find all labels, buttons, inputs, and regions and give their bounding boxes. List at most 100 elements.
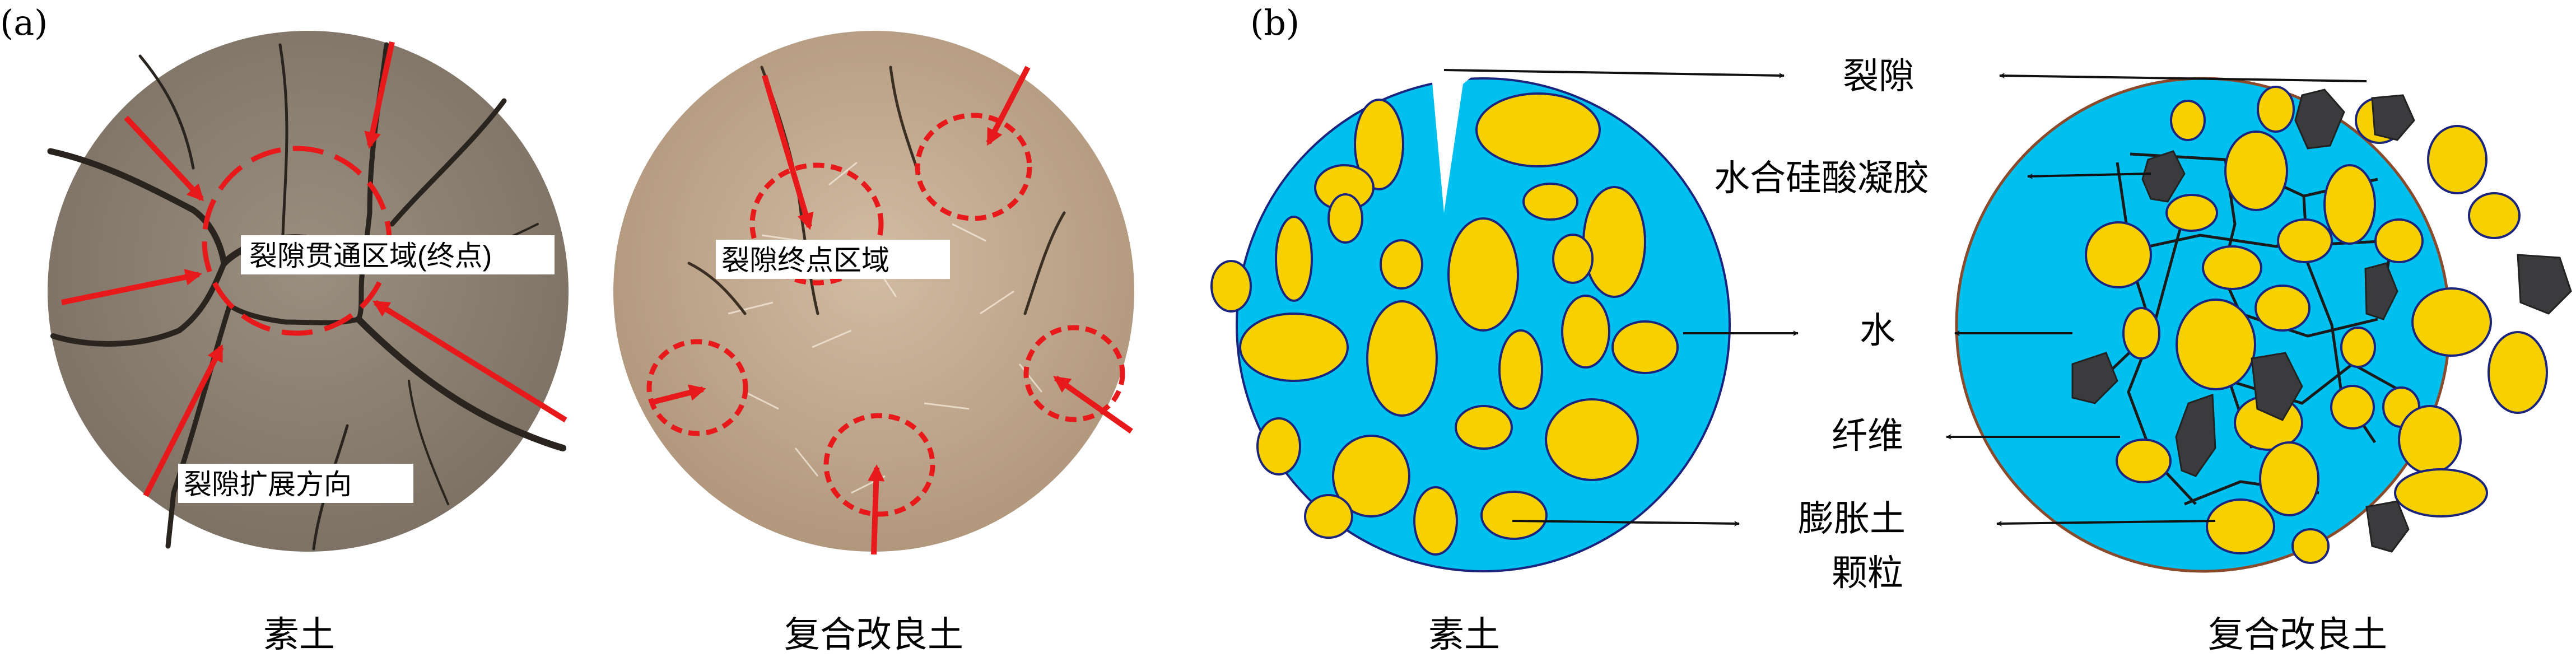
fiber bbox=[2221, 159, 2253, 449]
particle bbox=[1275, 216, 1313, 302]
endpoint-zone bbox=[749, 162, 884, 286]
particle bbox=[2170, 100, 2206, 141]
particle bbox=[2427, 125, 2488, 194]
label-endpoint-bg bbox=[716, 240, 950, 279]
label-water: 水 bbox=[1860, 310, 1895, 352]
red-arrow bbox=[143, 344, 224, 497]
panel-b-labels: 裂隙 水合硅酸凝胶 水 纤维 膨胀土 颗粒 bbox=[1714, 56, 1929, 594]
endpoint-zone bbox=[1023, 325, 1125, 422]
plain-soil-red-arrows bbox=[61, 41, 567, 497]
particle bbox=[2323, 164, 2376, 245]
panel-b-left-caption: 素土 bbox=[1428, 614, 1500, 656]
panel-b-annotations bbox=[1443, 69, 2367, 526]
particle bbox=[1327, 193, 1363, 244]
particle bbox=[2394, 468, 2488, 518]
composite-soil-fibers bbox=[728, 161, 1043, 494]
particle bbox=[1552, 234, 1594, 284]
composite-soil-disc bbox=[613, 31, 1134, 552]
particle bbox=[1611, 320, 1679, 374]
particle bbox=[2202, 245, 2262, 290]
red-arrow bbox=[61, 269, 202, 305]
particle bbox=[2224, 130, 2288, 211]
particle bbox=[2468, 192, 2521, 239]
arrow-gel bbox=[2027, 173, 2151, 179]
particle bbox=[2259, 441, 2319, 516]
particle bbox=[1354, 99, 1404, 190]
label-gel: 水合硅酸凝胶 bbox=[1714, 158, 1929, 199]
gel-block bbox=[2365, 500, 2410, 553]
red-arrow bbox=[986, 66, 1031, 146]
particle bbox=[1480, 491, 1548, 540]
gel-block bbox=[2294, 88, 2345, 150]
plain-crack-notch bbox=[1412, 62, 1490, 213]
composite-soil-photo: 裂隙终点区域 bbox=[613, 31, 1134, 555]
red-arrow bbox=[868, 464, 885, 555]
panel-a: (a) bbox=[0, 2, 1134, 656]
particle bbox=[1380, 239, 1423, 290]
particle bbox=[2374, 218, 2424, 263]
plain-soil-schematic bbox=[1210, 62, 1731, 572]
particle bbox=[1498, 329, 1543, 410]
gel-block bbox=[2364, 262, 2398, 320]
particle bbox=[2340, 327, 2376, 368]
particle bbox=[1455, 405, 1513, 450]
arrow-particle-right bbox=[1996, 520, 2216, 526]
particle bbox=[1413, 486, 1458, 556]
endpoint-zone bbox=[823, 413, 935, 517]
composite-endpoint-zones bbox=[646, 113, 1125, 517]
particle bbox=[2398, 405, 2462, 474]
particle bbox=[2254, 285, 2311, 332]
label-particle-line2: 颗粒 bbox=[1832, 553, 1903, 594]
composite-crack-notch bbox=[2353, 73, 2403, 112]
particle bbox=[1256, 417, 1301, 475]
particle bbox=[2206, 498, 2275, 554]
gel-block bbox=[2517, 254, 2572, 315]
label-direction-bg bbox=[178, 464, 413, 503]
particle bbox=[2257, 86, 2295, 133]
gel-block bbox=[2141, 150, 2186, 203]
particle bbox=[1239, 313, 1349, 382]
composite-gel bbox=[2071, 88, 2572, 553]
panel-a-left-caption: 素土 bbox=[263, 614, 335, 656]
panel-b-right-caption: 复合改良土 bbox=[2208, 614, 2387, 656]
particle bbox=[1545, 398, 1639, 481]
gel-block bbox=[2175, 393, 2216, 477]
red-arrow bbox=[1053, 375, 1133, 434]
gel-block bbox=[2071, 352, 2118, 404]
particle bbox=[1366, 300, 1438, 417]
particle bbox=[1210, 260, 1252, 313]
endpoint-zone bbox=[646, 339, 748, 436]
arrow-particle-left bbox=[1512, 520, 1740, 526]
label-fiber: 纤维 bbox=[1832, 416, 1903, 457]
plain-soil-disc bbox=[48, 31, 569, 552]
particle bbox=[2411, 287, 2492, 357]
label-crack: 裂隙 bbox=[1843, 56, 1914, 97]
endpoint-zone bbox=[915, 113, 1032, 221]
particle bbox=[2291, 528, 2330, 564]
particle bbox=[2330, 385, 2375, 430]
particle bbox=[1475, 92, 1601, 167]
particle bbox=[1522, 183, 1578, 221]
gel-block bbox=[2251, 352, 2303, 421]
label-connected-bg bbox=[241, 235, 555, 274]
plain-soil-photo: 裂隙贯通区域(终点) 裂隙扩展方向 bbox=[47, 31, 569, 552]
composite-soil-schematic bbox=[1955, 73, 2572, 573]
label-particle-line1: 膨胀土 bbox=[1798, 498, 1906, 540]
particle bbox=[2122, 307, 2160, 360]
composite-particles bbox=[2085, 86, 2548, 564]
particle bbox=[1332, 435, 1410, 518]
particle bbox=[2085, 221, 2152, 288]
arrow-crack-right bbox=[1999, 73, 2367, 82]
particle bbox=[2176, 299, 2256, 390]
composite-red-arrows bbox=[651, 66, 1133, 555]
particle bbox=[2165, 194, 2218, 232]
red-arrow bbox=[651, 384, 706, 405]
panel-b: (b) bbox=[1210, 2, 2572, 656]
particle bbox=[1304, 494, 1353, 539]
label-connected: 裂隙贯通区域(终点) bbox=[249, 240, 492, 272]
panel-b-tag: (b) bbox=[1250, 2, 1299, 43]
panel-a-right-caption: 复合改良土 bbox=[784, 614, 963, 656]
red-arrow bbox=[372, 300, 567, 423]
plain-particles bbox=[1210, 92, 1679, 556]
